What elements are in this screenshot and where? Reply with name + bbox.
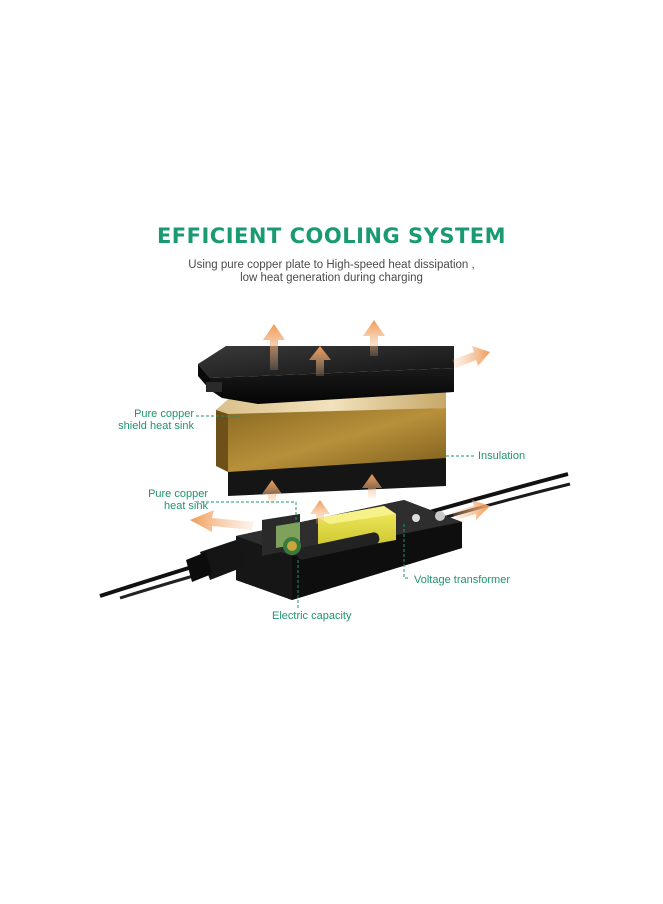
heat-arrow-up-icon [263, 324, 285, 370]
heat-arrow-right-icon [452, 346, 490, 368]
label-shield-line-2: shield heat sink [118, 420, 194, 432]
heat-arrow-right-icon [452, 500, 490, 520]
page-title: EFFICIENT COOLING SYSTEM [156, 224, 507, 248]
heat-arrows [190, 320, 490, 532]
subtitle-line-2: low heat generation during charging [240, 272, 423, 284]
label-voltage-transformer: Voltage transformer [414, 574, 510, 586]
electric-capacitor [283, 532, 380, 560]
heat-arrow-up-icon [363, 320, 385, 356]
leader-line-heatsink [196, 501, 297, 524]
heat-arrow-up-icon [310, 500, 330, 524]
label-shield-heat-sink: Pure copper shield heat sink [90, 408, 194, 432]
label-insulation: Insulation [478, 450, 526, 462]
heat-arrow-up-icon [262, 480, 282, 504]
label-copper-heat-sink: Pure copper heat sink [100, 488, 208, 512]
heat-arrow-left-icon [190, 510, 254, 532]
label-heatsink-line-2: heat sink [163, 500, 208, 512]
heat-arrow-up-icon [362, 474, 382, 498]
copper-shield-heat-sink [216, 392, 446, 472]
label-shield-line-1: Pure copper [134, 408, 194, 420]
leader-lines [196, 415, 474, 608]
cable-strain-relief-left [186, 540, 246, 582]
heat-arrow-up-icon [309, 346, 331, 376]
charger-lid [198, 346, 454, 404]
label-heatsink-line-1: Pure copper [148, 488, 208, 500]
subtitle-line-1: Using pure copper plate to High-speed he… [188, 259, 475, 271]
label-electric-capacity: Electric capacity [272, 610, 352, 622]
leader-line-transformer [403, 524, 410, 579]
power-cable-right [429, 472, 571, 522]
